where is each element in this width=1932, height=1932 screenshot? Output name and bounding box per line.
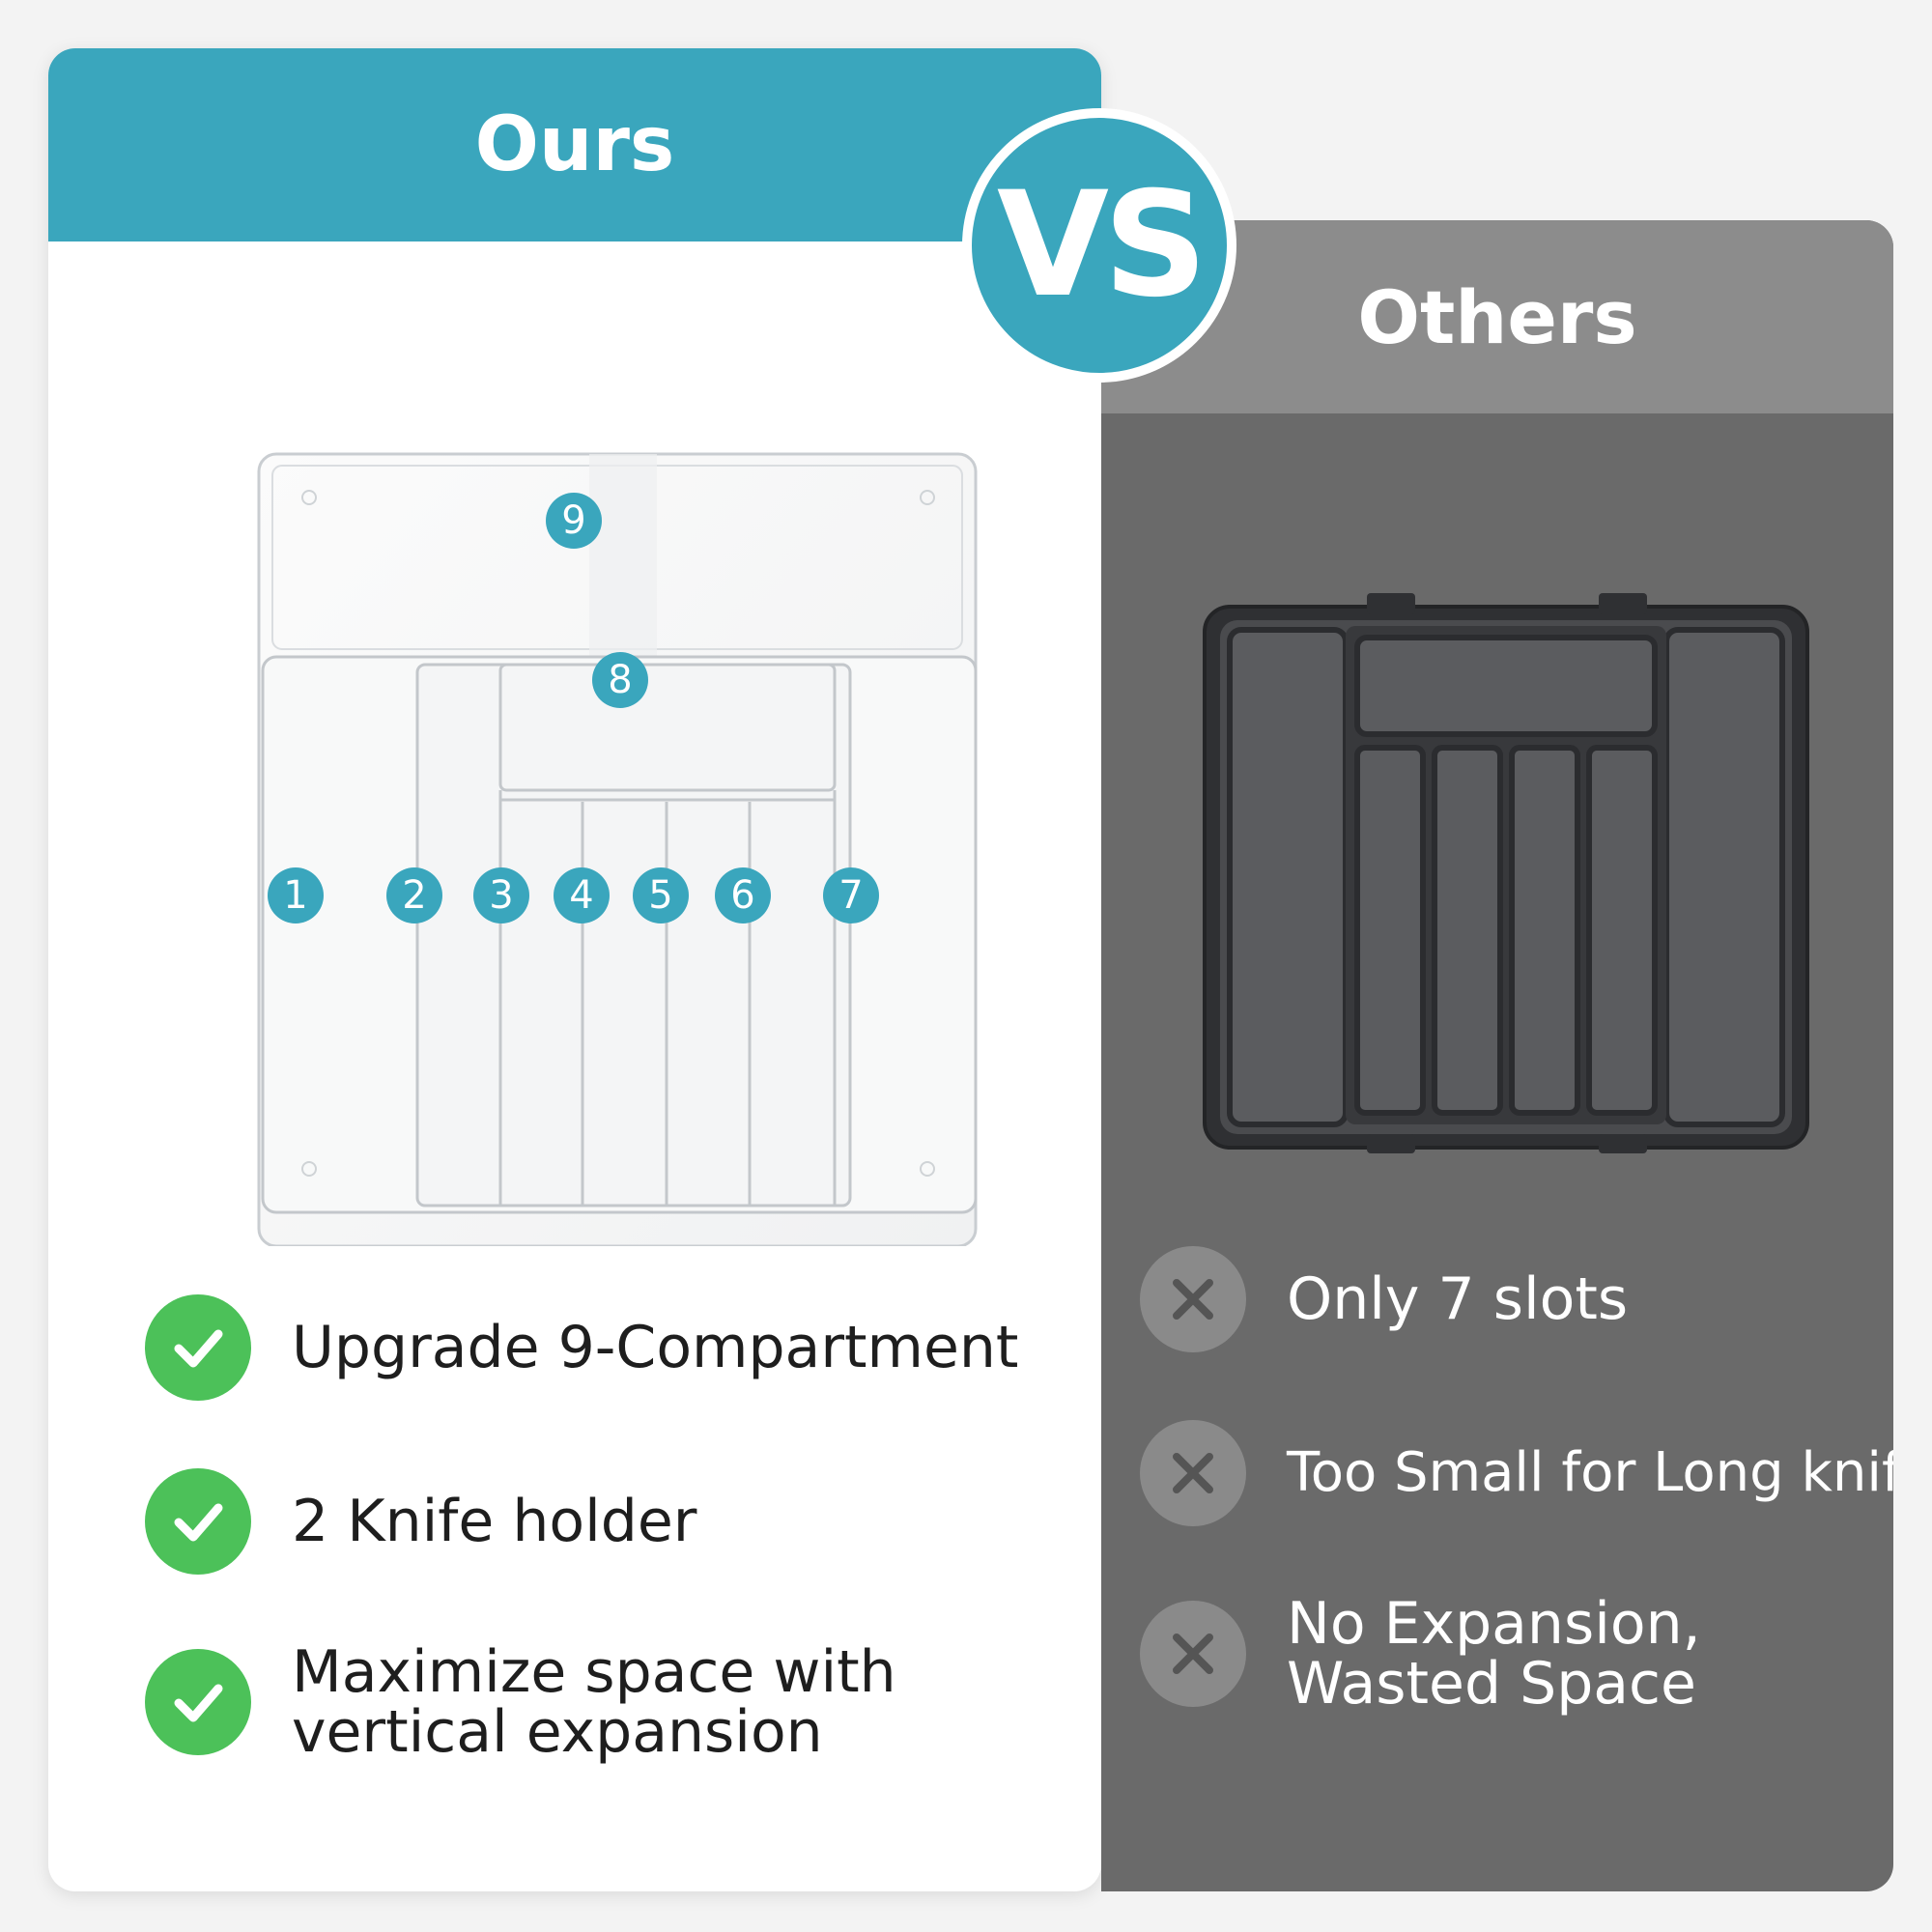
ours-title: Ours xyxy=(474,101,675,188)
check-icon xyxy=(145,1294,251,1401)
cross-icon xyxy=(1140,1246,1246,1352)
cross-icon xyxy=(1140,1420,1246,1526)
others-feature-1-text: Only 7 slots xyxy=(1287,1265,1629,1333)
ours-feature-2-text: 2 Knife holder xyxy=(292,1488,697,1555)
others-feature-2-text: Too Small for Long knife xyxy=(1287,1441,1893,1504)
vs-badge: VS xyxy=(962,108,1236,383)
others-title: Others xyxy=(1357,273,1637,360)
others-feature-1: Only 7 slots xyxy=(1140,1246,1628,1352)
others-feature-2: Too Small for Long knife xyxy=(1140,1420,1893,1526)
ours-feature-3-text: Maximize space with vertical expansion xyxy=(292,1638,896,1766)
cross-icon xyxy=(1140,1601,1246,1707)
others-organizer-image xyxy=(1203,593,1809,1153)
check-icon xyxy=(145,1468,251,1575)
others-panel: Others Only 7 slots Too Sm xyxy=(1101,220,1893,1891)
ours-panel: Ours 9 8 1 2 3 4 xyxy=(48,48,1101,1891)
ours-organizer-image xyxy=(257,452,978,1246)
ours-feature-2: 2 Knife holder xyxy=(145,1468,696,1575)
check-icon xyxy=(145,1649,251,1755)
others-feature-3: No Expansion, Wasted Space xyxy=(1140,1594,1701,1714)
ours-feature-1-text: Upgrade 9-Compartment xyxy=(292,1314,1019,1381)
others-feature-3-text: No Expansion, Wasted Space xyxy=(1287,1590,1701,1718)
ours-feature-3: Maximize space with vertical expansion xyxy=(145,1642,896,1762)
ours-header xyxy=(48,48,1101,242)
ours-feature-1: Upgrade 9-Compartment xyxy=(145,1294,1018,1401)
